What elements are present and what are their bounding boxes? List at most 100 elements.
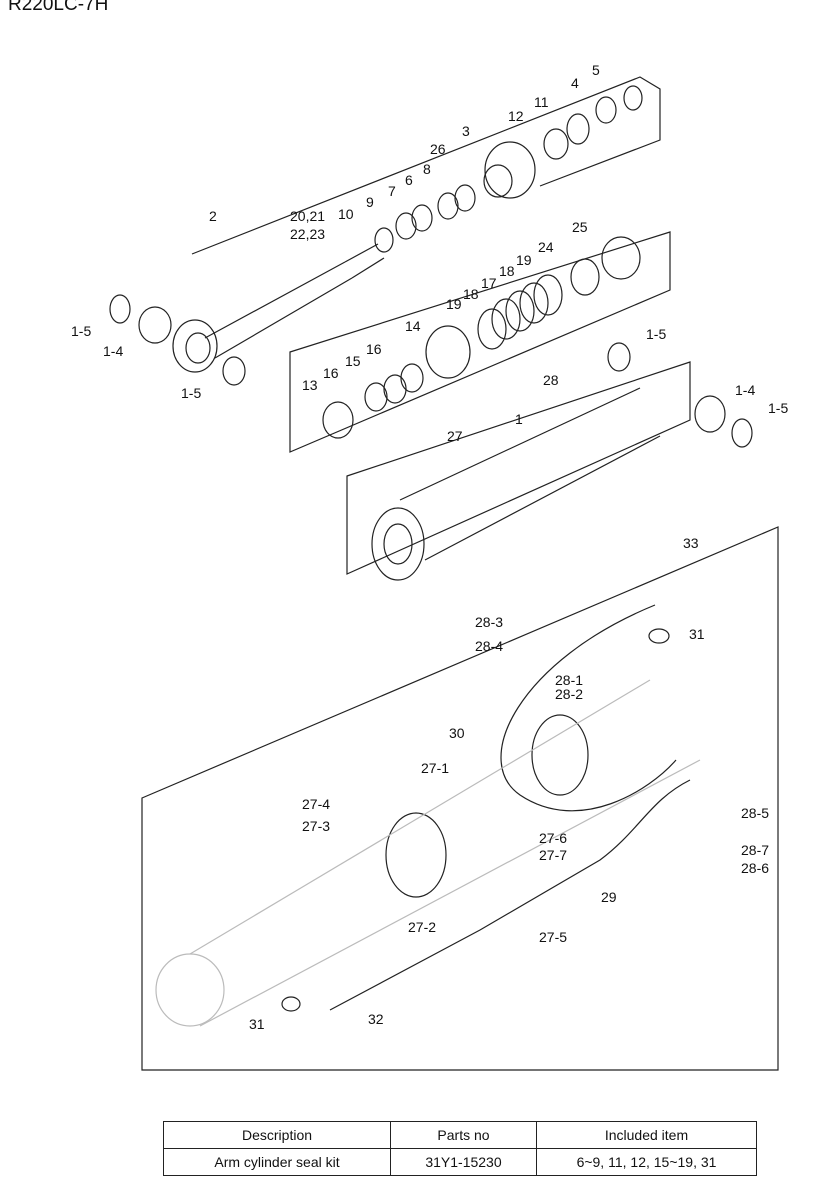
callout-32: 32 (368, 1011, 384, 1027)
table-row: Arm cylinder seal kit 31Y1-15230 6~9, 11… (163, 1148, 757, 1176)
seal-ring-11 (566, 113, 590, 145)
callout-17: 17 (481, 275, 497, 291)
seal-ring-8 (454, 184, 476, 212)
callout-7: 7 (388, 183, 396, 199)
cell-included-item: 6~9, 11, 12, 15~19, 31 (536, 1148, 757, 1176)
model-title: R220LC-7H (8, 0, 109, 15)
callout-27: 27 (447, 428, 463, 444)
seal-ring-9 (395, 212, 417, 240)
callout-25: 25 (572, 219, 588, 235)
seal-ring-7 (411, 204, 433, 232)
callout-28-2: 28-2 (555, 686, 583, 702)
callout-33: 33 (683, 535, 699, 551)
callout-11: 11 (534, 94, 549, 110)
callout-19-top: 19 (516, 252, 532, 268)
seal-ring-10 (374, 227, 394, 253)
callout-22-23: 22,23 (290, 226, 325, 242)
piston-ring-19b (477, 308, 507, 350)
table-header-row: Description Parts no Included item (163, 1121, 757, 1149)
callout-19-bottom: 19 (446, 296, 462, 312)
callout-20-21: 20,21 (290, 208, 325, 224)
seal-31-bottom (281, 996, 301, 1012)
bushing-1-4b (694, 395, 726, 433)
callout-24: 24 (538, 239, 554, 255)
callout-13: 13 (302, 377, 318, 393)
callout-10: 10 (338, 206, 354, 222)
callout-5: 5 (592, 62, 600, 78)
seal-31-top (648, 628, 670, 644)
callout-1: 1 (515, 411, 523, 427)
callout-1-5-left: 1-5 (71, 323, 91, 339)
callout-15: 15 (345, 353, 361, 369)
callout-27-5: 27-5 (539, 929, 567, 945)
washer-24 (570, 258, 600, 296)
callout-28: 28 (543, 372, 559, 388)
callout-27-3: 27-3 (302, 818, 330, 834)
callout-28-1: 28-1 (555, 672, 583, 688)
callout-16-top: 16 (366, 341, 382, 357)
dust-seal-ring (222, 356, 246, 386)
seal-ring-5 (623, 85, 643, 111)
header-description: Description (163, 1121, 391, 1149)
callout-1-5-right: 1-5 (646, 326, 666, 342)
callout-30: 30 (449, 725, 465, 741)
cylinder-tube-drawing (371, 387, 661, 581)
header-included-item: Included item (536, 1121, 757, 1149)
cushion-13 (322, 401, 354, 439)
callout-28-5: 28-5 (741, 805, 769, 821)
callout-18-top: 18 (499, 263, 515, 279)
bushing (109, 294, 131, 324)
callout-28-4: 28-4 (475, 638, 503, 654)
callout-28-7: 28-7 (741, 842, 769, 858)
callout-28-3: 28-3 (475, 614, 503, 630)
callout-27-2: 27-2 (408, 919, 436, 935)
panel-frame-piping (141, 526, 779, 1071)
callout-4: 4 (571, 75, 579, 91)
callout-27-1: 27-1 (421, 760, 449, 776)
pipe-29 (329, 779, 691, 1011)
pipe-30 (500, 604, 677, 812)
clamp-27-1 (385, 812, 447, 898)
callout-31-bottom: 31 (249, 1016, 265, 1032)
header-parts-no: Parts no (390, 1121, 537, 1149)
piston-nut-25 (601, 236, 641, 280)
bushing-ring (138, 306, 172, 344)
callout-26: 26 (430, 141, 446, 157)
callout-3: 3 (462, 123, 470, 139)
clamp-28-1 (531, 714, 589, 796)
panel-frame-tube (346, 361, 691, 575)
piston-rod-drawing (172, 243, 385, 373)
callout-27-7: 27-7 (539, 847, 567, 863)
seal-ring-15 (383, 374, 407, 404)
callout-29: 29 (601, 889, 617, 905)
seal-kit-table: Description Parts no Included item Arm c… (163, 1121, 757, 1176)
seal-ring-16a (400, 363, 424, 393)
callout-1-5-bottom: 1-5 (181, 385, 201, 401)
panel-frame-top (191, 76, 661, 255)
piston-ring-19a (533, 274, 563, 316)
callout-1-4-left: 1-4 (103, 343, 123, 359)
callout-27-6: 27-6 (539, 830, 567, 846)
callout-2: 2 (209, 208, 217, 224)
seal-1-5d (731, 418, 753, 448)
seal-ring-12 (543, 128, 569, 160)
callout-9: 9 (366, 194, 374, 210)
panel-frame-piston (289, 231, 671, 453)
cell-description: Arm cylinder seal kit (163, 1148, 391, 1176)
callout-8: 8 (423, 161, 431, 177)
seal-ring-6 (437, 192, 459, 220)
cell-parts-no: 31Y1-15230 (390, 1148, 537, 1176)
callout-6: 6 (405, 172, 413, 188)
callout-1-4-right: 1-4 (735, 382, 755, 398)
cylinder-ghost-outline (155, 679, 701, 1027)
piston-14 (425, 325, 471, 379)
callout-14: 14 (405, 318, 421, 334)
bushing-4 (595, 96, 617, 124)
callout-1-5-far-right: 1-5 (768, 400, 788, 416)
callout-16-bottom: 16 (323, 365, 339, 381)
callout-31-top: 31 (689, 626, 705, 642)
seal-ring-16b (364, 382, 388, 412)
callout-12: 12 (508, 108, 524, 124)
seal-1-5c (607, 342, 631, 372)
